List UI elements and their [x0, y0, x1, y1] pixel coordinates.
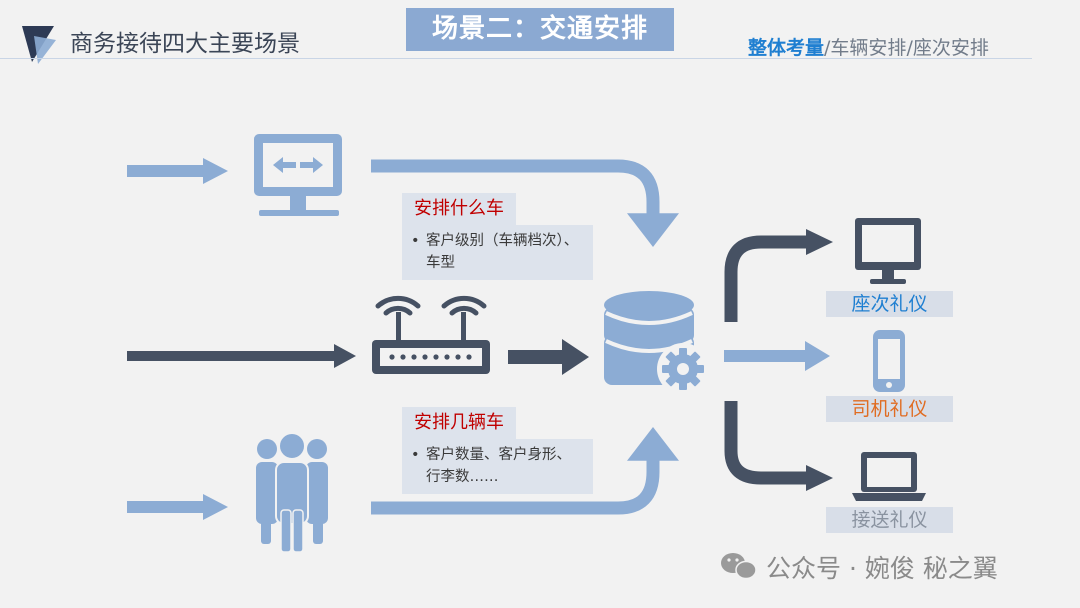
output-arrow-top — [724, 229, 833, 322]
input-arrow-middle — [127, 344, 356, 368]
callout-title-vehicle-type: 安排什么车 — [402, 193, 516, 225]
tab-vehicle[interactable]: 车辆安排 — [830, 37, 907, 59]
laptop-icon — [852, 452, 926, 501]
callout-text: 客户级别（车辆档次）、车型 — [426, 233, 579, 271]
output-label-seating: 座次礼仪 — [826, 291, 953, 317]
tab-breadcrumb: 整体考量/车辆安排/座次安排 — [748, 33, 989, 60]
watermark: 公众号 · 婉俊 秘之翼 — [766, 554, 998, 583]
callout-text: 客户数量、客户身形、行李数…… — [426, 447, 571, 485]
wechat-icon — [721, 553, 757, 580]
people-group-icon — [256, 432, 328, 553]
bottom-flow-curve — [371, 427, 679, 515]
input-arrow-bottom — [127, 494, 228, 520]
bullet-marker: • — [411, 447, 420, 463]
scene-title: 场景二：交通安排 — [406, 8, 674, 51]
output-label-driver: 司机礼仪 — [826, 396, 953, 422]
output-label-pickup: 接送礼仪 — [826, 507, 953, 533]
input-arrow-top — [127, 158, 228, 184]
router-icon — [372, 295, 490, 374]
smartphone-icon — [873, 330, 905, 392]
tab-seating[interactable]: 座次安排 — [912, 37, 989, 59]
tab-overall[interactable]: 整体考量 — [748, 37, 825, 59]
callout-title-vehicle-count: 安排几辆车 — [402, 407, 516, 439]
router-to-database-arrow — [508, 339, 589, 375]
bullet-marker: • — [411, 233, 420, 249]
monitor-transfer-icon — [254, 134, 342, 216]
logo-triangle-icon — [22, 26, 56, 64]
top-flow-curve — [371, 159, 679, 247]
header-divider — [0, 58, 1032, 59]
tab-separator: / — [906, 37, 913, 59]
tab-separator: / — [824, 37, 831, 59]
output-arrow-middle — [724, 341, 830, 371]
callout-body-vehicle-count: • 客户数量、客户身形、行李数…… — [402, 439, 593, 494]
database-gear-icon — [604, 291, 709, 395]
monitor-icon — [855, 218, 921, 284]
output-arrow-bottom — [724, 401, 833, 491]
callout-body-vehicle-type: • 客户级别（车辆档次）、车型 — [402, 225, 593, 280]
page-title: 商务接待四大主要场景 — [70, 31, 300, 57]
